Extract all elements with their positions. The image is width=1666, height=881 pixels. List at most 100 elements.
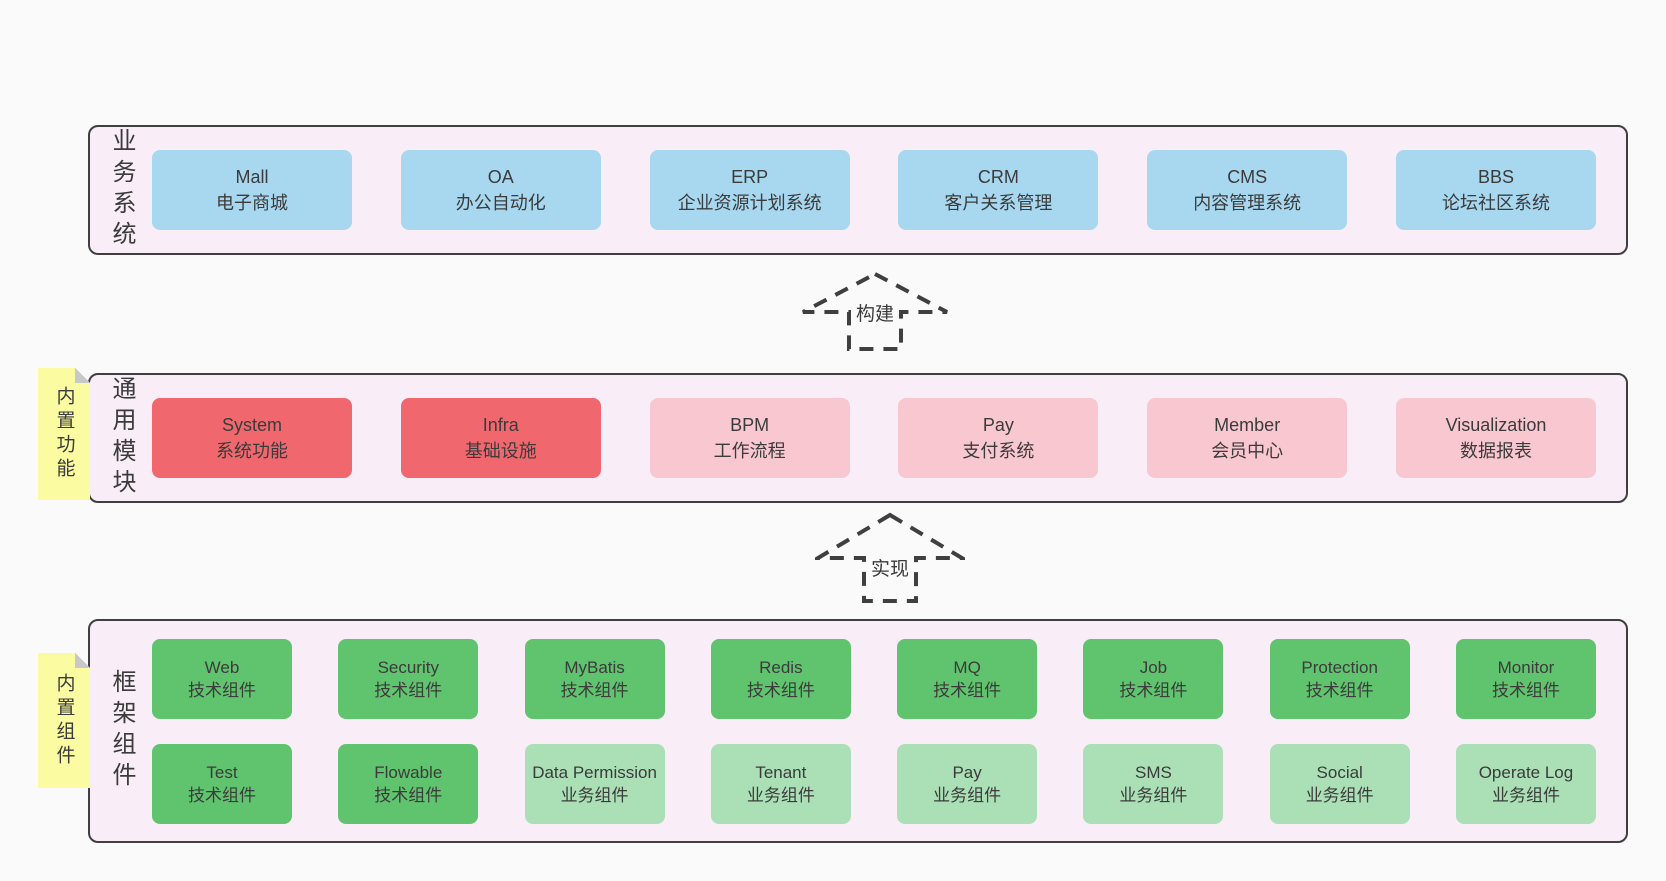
component-box-member: Member 会员中心 [1147,398,1348,478]
component-name: MQ [953,657,981,677]
up-arrow-build: 构建 [800,271,950,351]
component-desc: 技术组件 [560,680,629,700]
component-box-monitor: Monitor 技术组件 [1455,638,1596,719]
component-name: Social [1316,762,1363,782]
component-name: Protection [1301,657,1378,677]
component-desc: 业务组件 [746,785,815,805]
component-desc: 业务组件 [1491,785,1560,805]
component-desc: 技术组件 [188,680,256,700]
component-box-sms: SMS 业务组件 [1083,743,1224,824]
layer-label-common-modules: 通用模块 [108,376,135,500]
layer-panel-common-modules: 通用模块 System 系统功能 Infra 基础设施 BPM 工作流程 Pay 支付系统 Me… [88,373,1628,503]
component-name: Visualization [1445,415,1547,435]
component-desc: 工作流程 [713,441,786,461]
component-desc: 业务组件 [933,785,1002,805]
component-box-flowable: Flowable 技术组件 [338,743,479,824]
component-box-redis: Redis 技术组件 [710,638,851,719]
component-desc: 会员中心 [1211,441,1284,461]
component-name: Pay [982,415,1014,435]
component-desc: 基础设施 [464,441,537,461]
layer-label-framework-components: 框架组件 [108,669,135,793]
component-name: Data Permission [532,762,657,782]
component-name: Flowable [374,762,443,782]
component-name: ERP [731,167,769,187]
component-box-system: System 系统功能 [152,398,352,478]
component-name: MyBatis [564,657,625,677]
component-desc: 技术组件 [374,785,443,805]
component-box-pay: Pay 业务组件 [897,743,1038,824]
component-desc: 技术组件 [746,680,815,700]
component-box-operate-log: Operate Log 业务组件 [1455,743,1596,824]
component-name: Web [204,657,240,677]
component-desc: 系统功能 [216,441,288,461]
component-box-job: Job 技术组件 [1083,638,1224,719]
component-box-pay: Pay 支付系统 [898,398,1099,478]
sticky-note-text: 内置功能 [53,386,75,482]
sticky-note-fold-icon [75,653,90,668]
component-name: Mall [235,167,269,187]
arrow-label-implement: 实现 [865,554,915,581]
component-box-oa: OA 办公自动化 [400,150,601,230]
component-box-security: Security 技术组件 [338,638,479,719]
component-name: BPM [730,415,770,435]
component-desc: 技术组件 [1491,680,1560,700]
component-desc: 企业资源计划系统 [677,193,822,213]
sticky-note-builtin-features: 内置功能 [38,368,90,500]
component-box-mq: MQ 技术组件 [897,638,1038,719]
component-name: Security [377,657,439,677]
component-desc: 业务组件 [1119,785,1188,805]
component-desc: 办公自动化 [455,193,546,213]
layer-label-business-systems: 业务系统 [108,128,135,252]
component-name: Infra [482,415,519,435]
component-desc: 支付系统 [962,441,1035,461]
component-desc: 技术组件 [933,680,1002,700]
component-box-bpm: BPM 工作流程 [649,398,850,478]
component-box-infra: Infra 基础设施 [400,398,601,478]
component-name: System [221,415,282,435]
component-box-social: Social 业务组件 [1269,743,1410,824]
component-box-mybatis: MyBatis 技术组件 [524,638,665,719]
component-desc: 内容管理系统 [1193,193,1302,213]
component-name: CRM [977,167,1019,187]
component-name: Test [206,762,238,782]
component-desc: 技术组件 [1119,680,1188,700]
component-box-web: Web 技术组件 [152,638,292,719]
component-name: Member [1214,415,1281,435]
component-desc: 技术组件 [374,680,443,700]
component-desc: 业务组件 [1305,785,1374,805]
dashed-up-arrow-shape [802,271,948,351]
sticky-note-builtin-components: 内置组件 [38,653,90,788]
component-name: Redis [759,657,803,677]
sticky-note-fold-icon [75,368,90,383]
component-box-erp: ERP 企业资源计划系统 [649,150,850,230]
component-name: Pay [952,762,982,782]
component-desc: 数据报表 [1459,441,1532,461]
arrow-label-build: 构建 [850,299,900,326]
component-name: Operate Log [1478,762,1574,782]
common-modules-box-row: System 系统功能 Infra 基础设施 BPM 工作流程 Pay 支付系统 Member 会… [152,375,1596,501]
component-desc: 技术组件 [1305,680,1374,700]
dashed-up-arrow-shape [815,512,965,603]
component-box-visualization: Visualization 数据报表 [1395,398,1596,478]
component-desc: 电子商城 [216,193,288,213]
component-desc: 技术组件 [188,785,256,805]
component-box-mall: Mall 电子商城 [152,150,352,230]
component-name: Job [1139,657,1168,677]
component-box-protection: Protection 技术组件 [1269,638,1410,719]
component-box-test: Test 技术组件 [152,743,292,824]
component-name: OA [487,167,514,187]
component-desc: 论坛社区系统 [1441,193,1550,213]
component-name: SMS [1134,762,1172,782]
component-name: BBS [1477,167,1514,187]
component-name: Monitor [1497,657,1555,677]
